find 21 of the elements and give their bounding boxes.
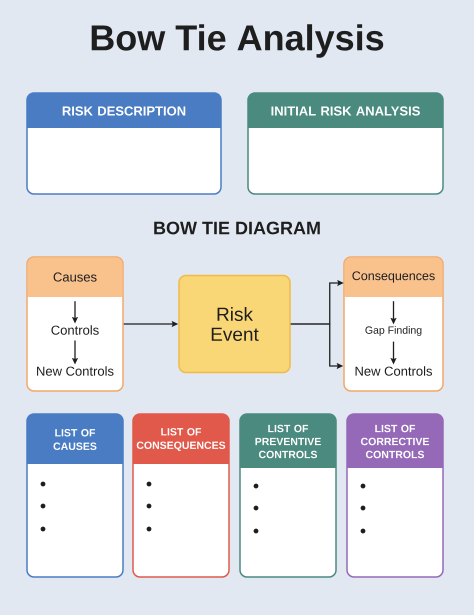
card xyxy=(247,92,444,195)
card xyxy=(346,413,444,578)
card-header: LIST OF CAUSES xyxy=(27,414,123,464)
step-text: New Controls xyxy=(356,366,432,376)
event-box: Risk Event xyxy=(178,274,291,374)
card xyxy=(132,413,230,578)
card-header: Causes xyxy=(28,258,122,297)
step-text: Gap Finding xyxy=(365,326,422,336)
card xyxy=(26,92,222,195)
card-header: LIST OF CORRECTIVE CONTROLS xyxy=(347,414,443,468)
card-header: Consequences xyxy=(344,258,442,297)
card-header: RISK DESCRIPTION xyxy=(27,93,221,128)
card xyxy=(26,413,124,578)
card xyxy=(239,413,337,578)
card-header: INITIAL RISK ANALYSIS xyxy=(248,93,443,128)
step-text: Controls xyxy=(51,325,99,335)
card-header: LIST OF PREVENTIVE CONTROLS xyxy=(240,414,336,468)
title: Bow Tie Analysis xyxy=(92,24,384,58)
step-text: New Controls xyxy=(37,366,114,376)
card-header: LIST OF CONSEQUENCES xyxy=(133,414,229,464)
section-heading: BOW TIE DIAGRAM xyxy=(154,222,320,234)
